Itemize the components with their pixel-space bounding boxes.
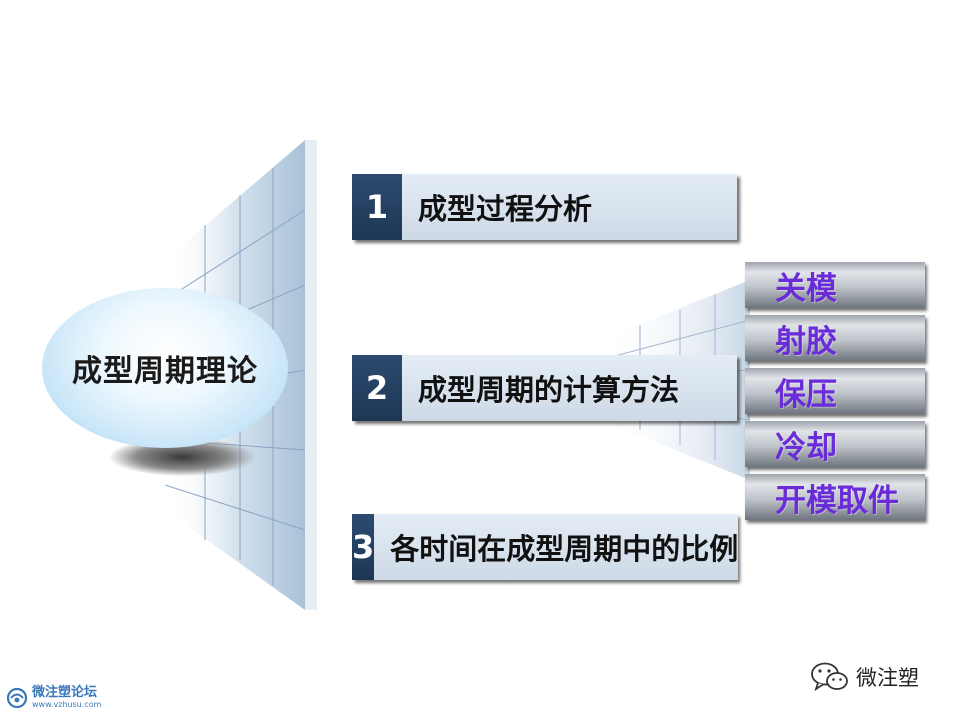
topic-number-1: 1	[352, 174, 402, 240]
stage-cooling[interactable]: 冷却	[745, 421, 925, 467]
stage-injection[interactable]: 射胶	[745, 315, 925, 361]
stage-open-eject[interactable]: 开模取件	[745, 474, 925, 520]
stage-close-mold[interactable]: 关模	[745, 262, 925, 308]
topic-row-3[interactable]: 3 各时间在成型周期中的比例	[352, 514, 739, 580]
forum-logo: 微注塑论坛 www.vzhusu.com	[6, 686, 101, 709]
topic-number-2: 2	[352, 355, 402, 421]
forum-logo-icon	[6, 687, 28, 708]
stage-holding[interactable]: 保压	[745, 368, 925, 414]
wechat-icon	[811, 662, 848, 692]
forum-logo-name: 微注塑论坛	[32, 685, 98, 700]
forum-logo-url: www.vzhusu.com	[32, 700, 102, 709]
topic-label-1: 成型过程分析	[402, 174, 737, 240]
topic-row-2[interactable]: 2 成型周期的计算方法	[352, 355, 737, 421]
topic-label-3: 各时间在成型周期中的比例	[374, 514, 739, 580]
wechat-account-name: 微注塑	[856, 666, 919, 690]
topic-row-1[interactable]: 1 成型过程分析	[352, 174, 737, 240]
hub-title: 成型周期理论	[72, 354, 258, 389]
topic-label-2: 成型周期的计算方法	[402, 355, 737, 421]
topic-number-3: 3	[352, 514, 375, 580]
hub-ellipse: 成型周期理论	[42, 288, 288, 448]
wechat-watermark: 微注塑	[810, 660, 919, 694]
